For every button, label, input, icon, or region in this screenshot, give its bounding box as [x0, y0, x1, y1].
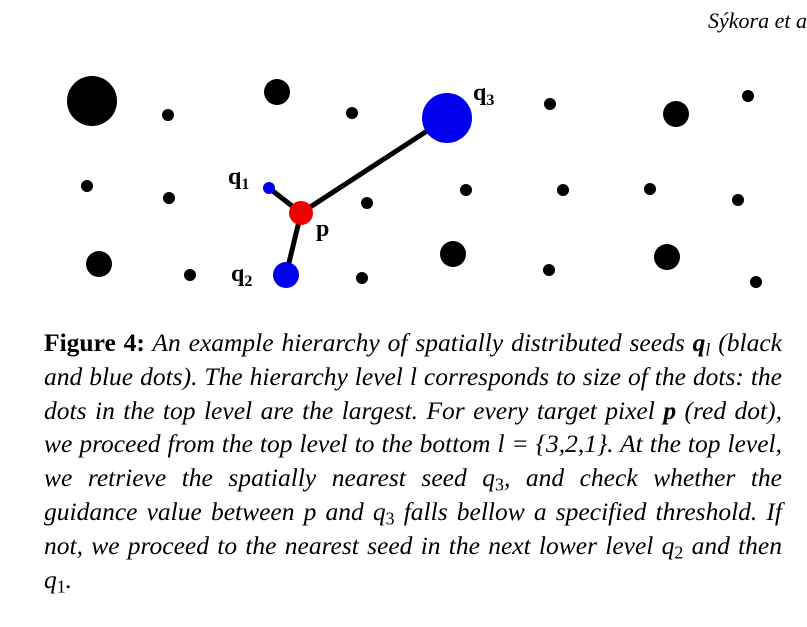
figure-label: Figure 4: [44, 328, 145, 357]
label-q1: q1 [228, 164, 249, 193]
seed-level1 [750, 276, 762, 288]
label-p: p [316, 216, 329, 242]
seed-level2 [663, 101, 689, 127]
label-q2: q2 [231, 261, 252, 290]
label-q3: q3 [473, 80, 494, 109]
seed-level1 [184, 269, 196, 281]
seed-level2 [654, 244, 680, 270]
line-p-q3 [299, 115, 449, 216]
seed-level2 [86, 251, 112, 277]
seed-hierarchy-figure: q3 q1 q2 p [67, 76, 762, 290]
seed-q2 [273, 262, 299, 288]
seed-level1 [356, 272, 368, 284]
running-head: Sýkora et a [708, 8, 807, 33]
seed-level1 [163, 192, 175, 204]
seed-level2 [264, 79, 290, 105]
seed-level1 [460, 184, 472, 196]
seed-level1 [81, 180, 93, 192]
seed-level1 [543, 264, 555, 276]
figure-caption: Figure 4: An example hierarchy of spatia… [44, 328, 783, 597]
seed-q1 [263, 182, 275, 194]
seed-level3 [67, 76, 117, 126]
seed-level1 [644, 183, 656, 195]
seed-level1 [742, 90, 754, 102]
seed-level1 [557, 184, 569, 196]
seed-level1 [162, 109, 174, 121]
target-pixel-p [289, 201, 313, 225]
seed-level2 [440, 241, 466, 267]
seed-level1 [732, 194, 744, 206]
seed-level1 [346, 107, 358, 119]
seed-level1 [544, 98, 556, 110]
seed-level1 [361, 197, 373, 209]
seed-q3 [422, 93, 472, 143]
